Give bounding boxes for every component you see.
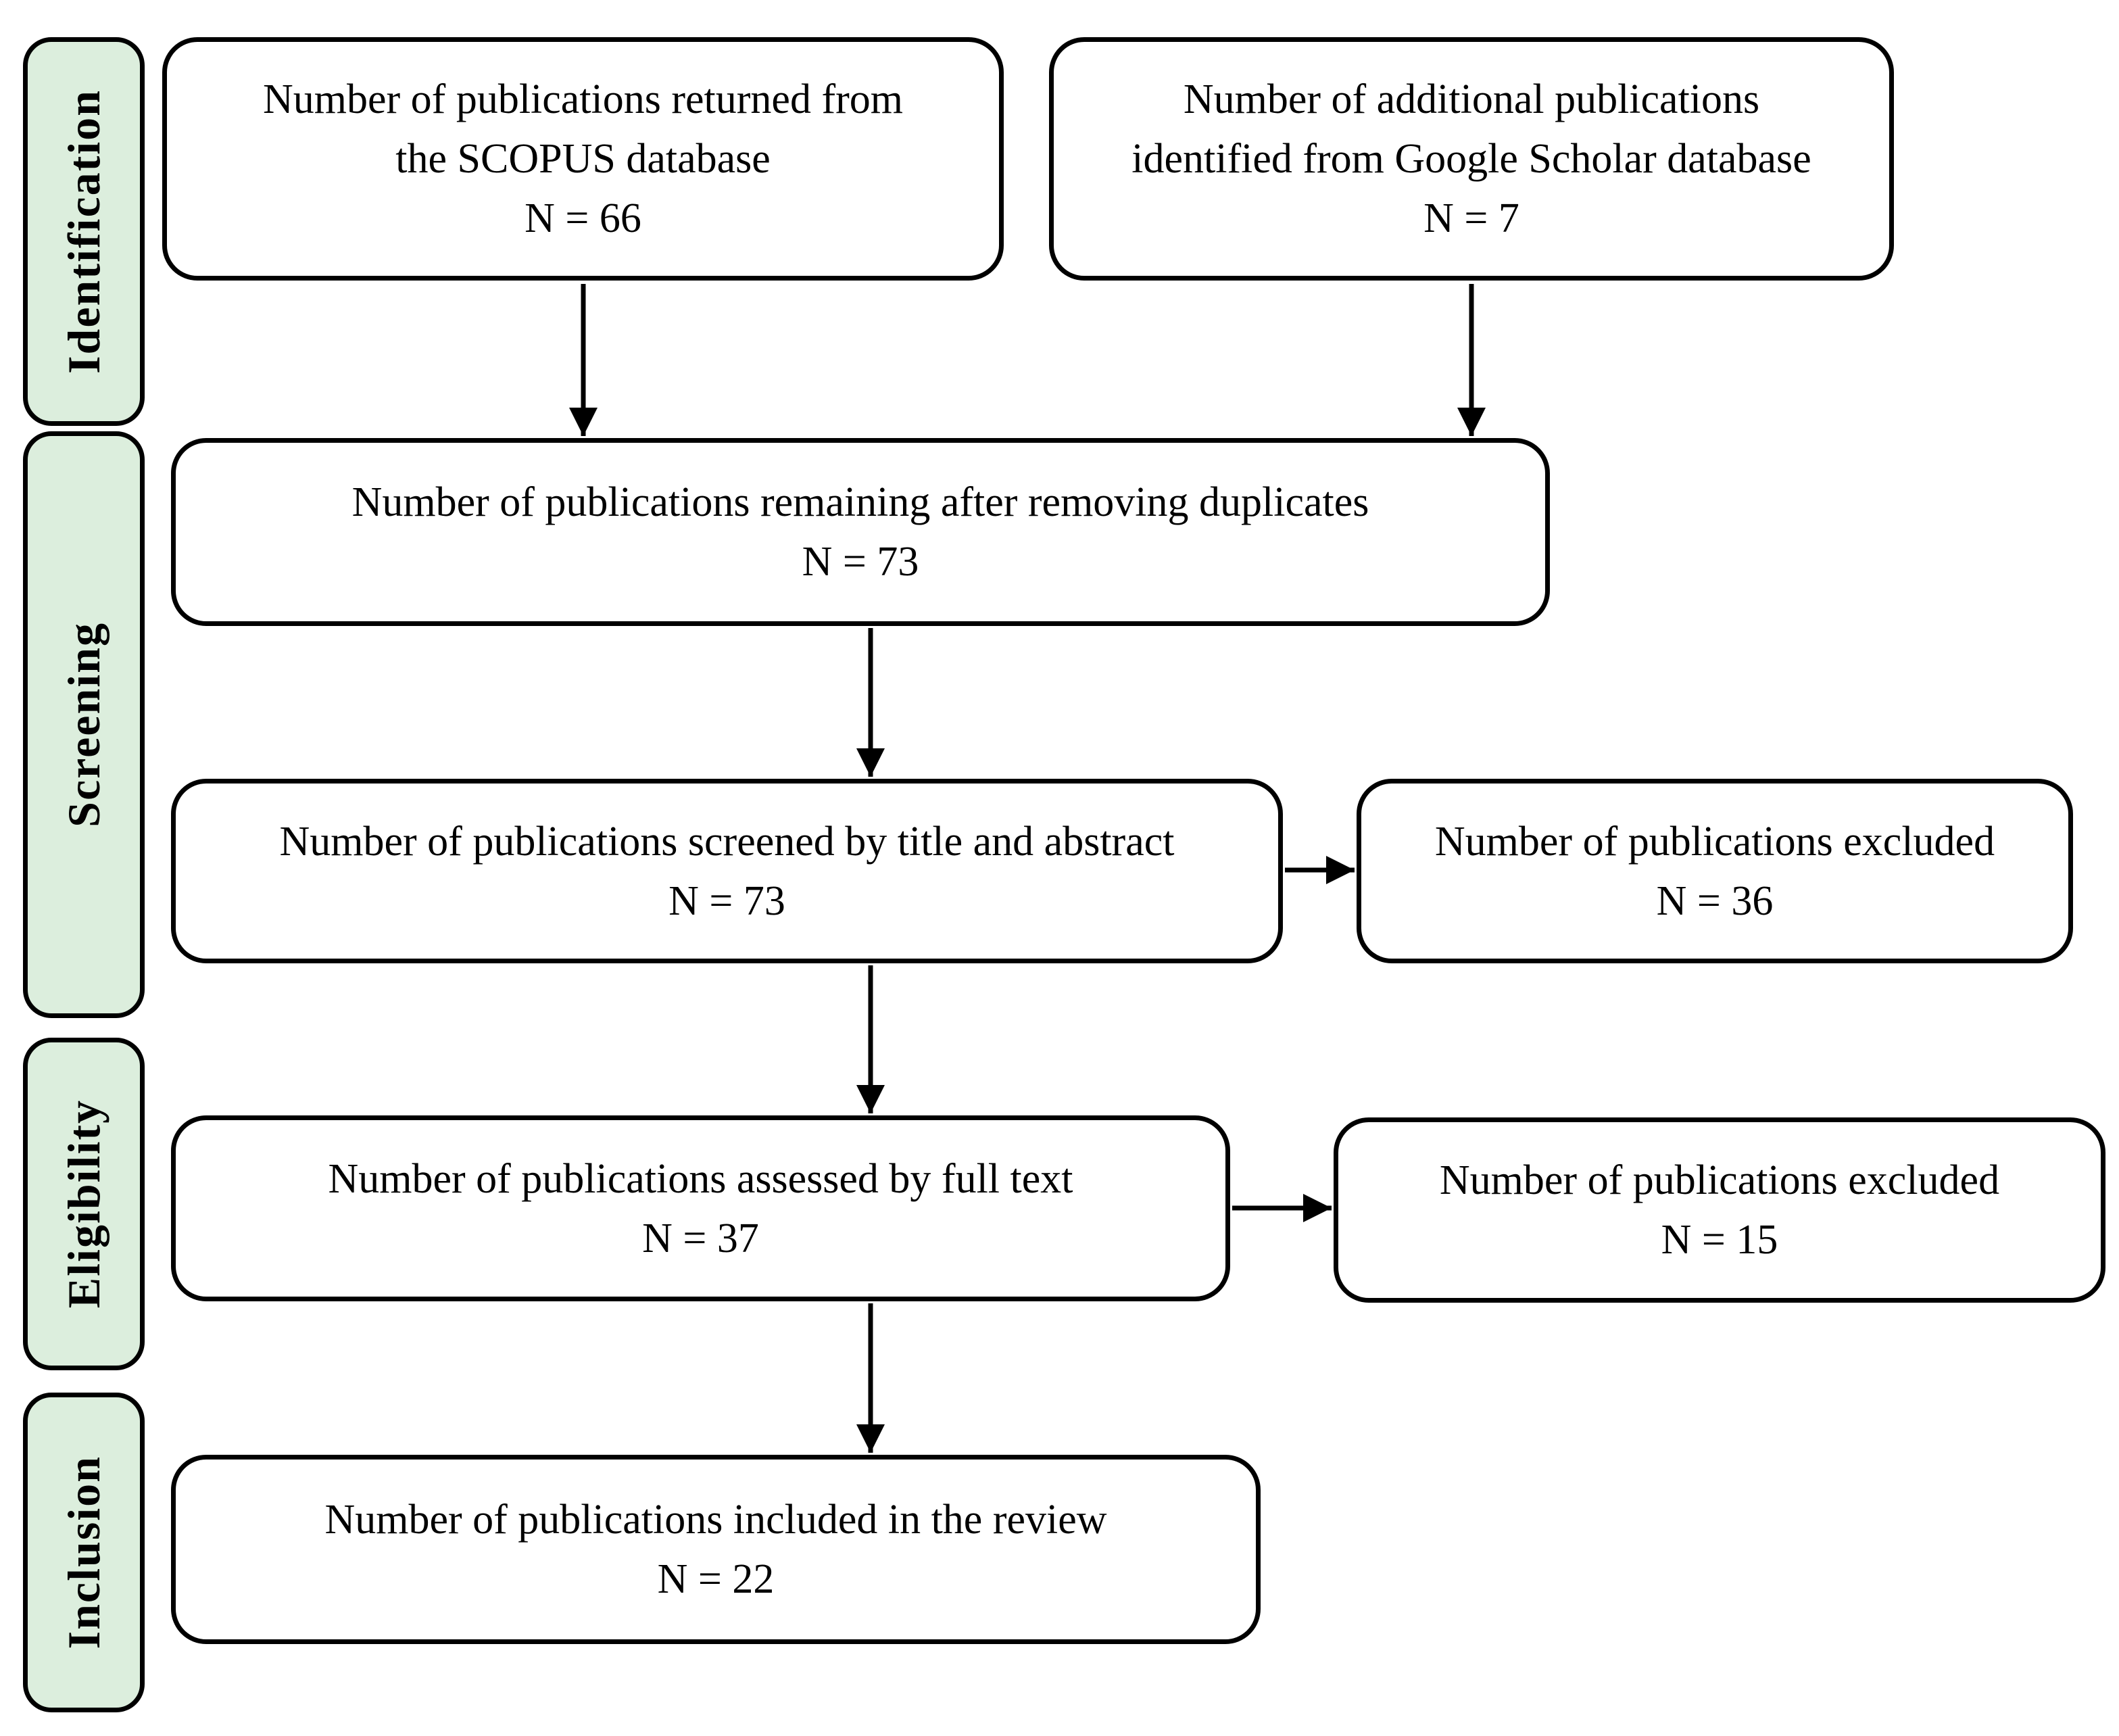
box-excluded-full-text-text-line1: Number of publications excluded — [1439, 1157, 2000, 1203]
box-scopus-text-line1: Number of publications returned from — [263, 76, 903, 122]
box-google-scholar-text-line2: identified from Google Scholar database — [1131, 136, 1811, 182]
box-google-scholar: Number of additional publications identi… — [1049, 37, 1894, 281]
box-included-text-line1: Number of publications included in the r… — [324, 1497, 1107, 1543]
box-scopus-count: N = 66 — [525, 195, 641, 241]
stage-identification-label: Identification — [57, 89, 109, 374]
box-excluded-screening-text-line1: Number of publications excluded — [1434, 818, 1995, 865]
stage-inclusion-label: Inclusion — [57, 1455, 109, 1649]
box-excluded-full-text: Number of publications excluded N = 15 — [1334, 1117, 2105, 1303]
box-scopus-text-line2: the SCOPUS database — [395, 136, 771, 182]
box-full-text-text-line1: Number of publications assessed by full … — [328, 1155, 1073, 1202]
box-excluded-screening-count: N = 36 — [1656, 877, 1774, 924]
box-deduplicated-text-line1: Number of publications remaining after r… — [351, 479, 1369, 525]
stage-eligibility: Eligibility — [23, 1038, 145, 1370]
box-deduplicated-count: N = 73 — [802, 539, 919, 585]
box-full-text: Number of publications assessed by full … — [171, 1115, 1230, 1301]
box-google-scholar-text-line1: Number of additional publications — [1183, 76, 1760, 122]
stage-eligibility-label: Eligibility — [57, 1099, 109, 1309]
box-full-text-count: N = 37 — [642, 1215, 759, 1261]
stage-screening: Screening — [23, 431, 145, 1018]
box-scopus: Number of publications returned from the… — [162, 37, 1004, 281]
box-screened: Number of publications screened by title… — [171, 779, 1283, 963]
stage-screening-label: Screening — [57, 622, 109, 827]
stage-inclusion: Inclusion — [23, 1393, 145, 1712]
box-excluded-screening: Number of publications excluded N = 36 — [1357, 779, 2073, 963]
stage-identification: Identification — [23, 37, 145, 426]
box-excluded-full-text-count: N = 15 — [1661, 1217, 1778, 1263]
box-google-scholar-count: N = 7 — [1423, 195, 1519, 241]
box-included-count: N = 22 — [657, 1556, 775, 1602]
box-screened-text-line1: Number of publications screened by title… — [279, 818, 1175, 865]
box-screened-count: N = 73 — [668, 877, 785, 924]
box-deduplicated: Number of publications remaining after r… — [171, 438, 1550, 626]
box-included: Number of publications included in the r… — [171, 1455, 1261, 1644]
